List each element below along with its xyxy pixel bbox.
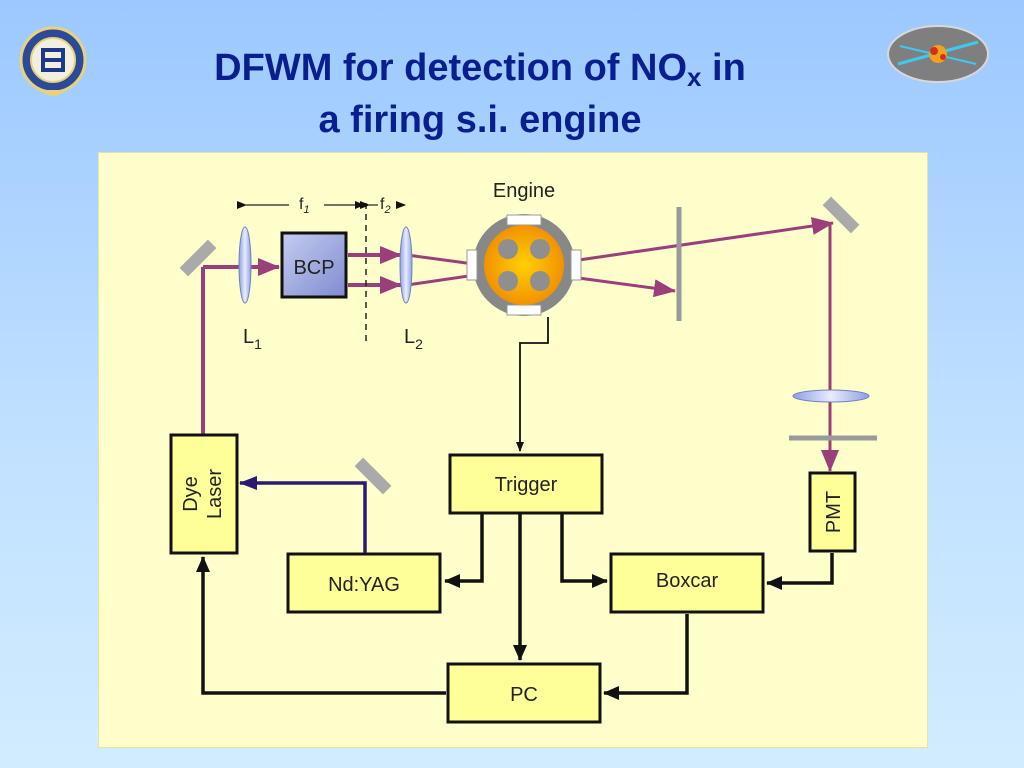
title-line-2: a firing s.i. engine (318, 99, 642, 141)
trigger-box (448, 453, 604, 515)
lens-pmt-icon (792, 389, 870, 403)
engine-icon (466, 214, 582, 316)
slide-title: DFWM for detection of NOx in a firing s.… (120, 42, 840, 146)
bcp-label: BCP (293, 257, 334, 279)
pmt-to-boxcar-line (766, 553, 834, 590)
title-subscript: x (687, 62, 702, 92)
engine-to-trigger-line (516, 317, 549, 452)
trigger-label: Trigger (495, 474, 558, 496)
ndyag-pump-beam (239, 476, 367, 553)
ndyag-label: Nd:YAG (328, 574, 400, 596)
title-line-1: DFWM for detection of NOx in (120, 42, 840, 94)
pc-to-dye-laser-line (196, 556, 446, 695)
dye-laser-box (169, 433, 239, 555)
f1-label: f1 (299, 196, 310, 216)
pc-label: PC (510, 684, 538, 706)
l1-label: L1 (243, 326, 262, 352)
pmt-box (808, 471, 857, 553)
mirror-ndyag-icon (354, 457, 392, 495)
ndyag-box (286, 552, 442, 614)
l2-label: L2 (404, 326, 423, 352)
pmt-label: PMT (823, 491, 845, 533)
engine-label: Engine (493, 180, 555, 202)
boxcar-box (609, 552, 765, 614)
dye-laser-label-line-2: Laser (204, 469, 226, 519)
pc-box (446, 662, 602, 724)
lens-l2-icon (399, 226, 413, 304)
boxcar-label: Boxcar (656, 570, 719, 592)
bcp-box (280, 231, 348, 299)
boxcar-to-pc-line (603, 614, 689, 700)
trigger-to-boxcar-line (560, 514, 608, 588)
title-main-text: DFWM for detection of NO (214, 47, 688, 89)
dye-laser-label-line-1: Dye (180, 476, 202, 512)
mirror-left-icon (179, 239, 217, 277)
title-tail-text: in (701, 47, 746, 89)
experiment-diagram: f1 f2 L1 L2 BCP Engine Dye Laser Nd:Y (169, 180, 877, 724)
f2-label: f2 (380, 196, 391, 216)
university-crest-icon (18, 24, 88, 102)
lens-l1-icon (238, 226, 252, 304)
trigger-to-ndyag-line (444, 514, 484, 588)
experiment-diagram-panel: f1 f2 L1 L2 BCP Engine Dye Laser Nd:Y (98, 152, 928, 748)
molecule-laser-logo-icon (886, 24, 990, 84)
mirror-right-icon (822, 196, 860, 234)
